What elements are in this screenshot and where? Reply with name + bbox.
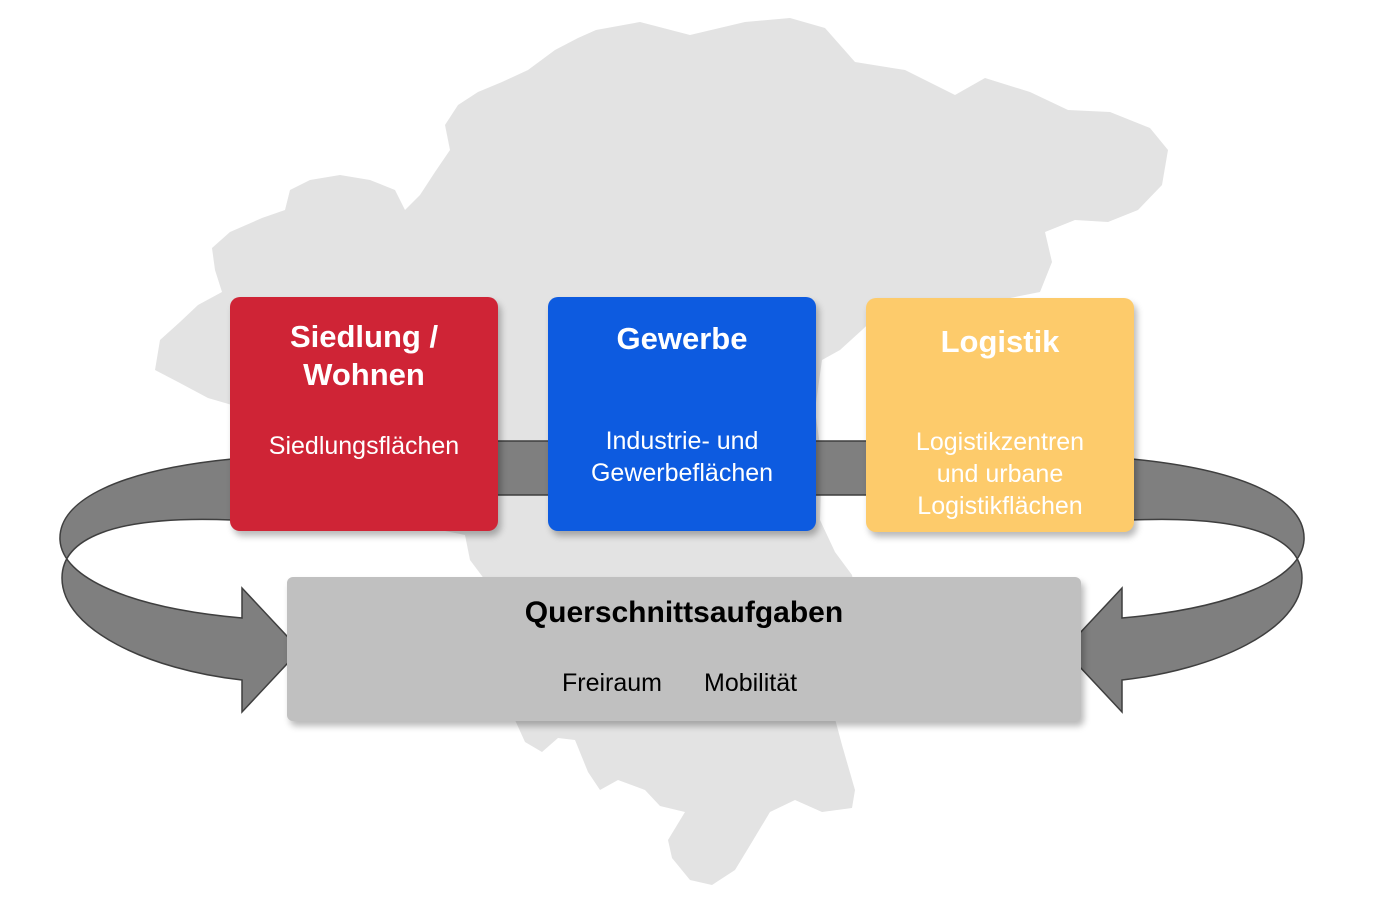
box-logistik: Logistik Logistikzentren und urbane Logi… bbox=[866, 298, 1134, 532]
connector-bar bbox=[495, 440, 552, 496]
box-siedlung-wohnen: Siedlung / Wohnen Siedlungsflächen bbox=[230, 297, 498, 531]
box-title: Siedlung / Wohnen bbox=[289, 319, 439, 392]
cycle-arrow-right bbox=[1062, 458, 1305, 714]
querschnitt-title: Querschnittsaufgaben bbox=[524, 596, 844, 629]
connector-bar bbox=[813, 440, 870, 496]
box-subtitle: Siedlungsflächen bbox=[268, 432, 460, 460]
box-gewerbe: Gewerbe Industrie- und Gewerbeflächen bbox=[548, 297, 816, 531]
box-subtitle: Industrie- und Gewerbeflächen bbox=[590, 427, 774, 487]
box-title: Gewerbe bbox=[616, 321, 748, 356]
box-querschnittsaufgaben: Querschnittsaufgaben Freiraum Mobilität bbox=[287, 577, 1081, 721]
box-subtitle: Logistikzentren und urbane Logistikfläch… bbox=[915, 428, 1085, 520]
querschnitt-item-mobilitaet: Mobilität bbox=[704, 669, 798, 697]
box-title: Logistik bbox=[940, 324, 1060, 359]
querschnitt-item-freiraum: Freiraum bbox=[562, 669, 663, 697]
cycle-arrow-left bbox=[59, 458, 302, 714]
